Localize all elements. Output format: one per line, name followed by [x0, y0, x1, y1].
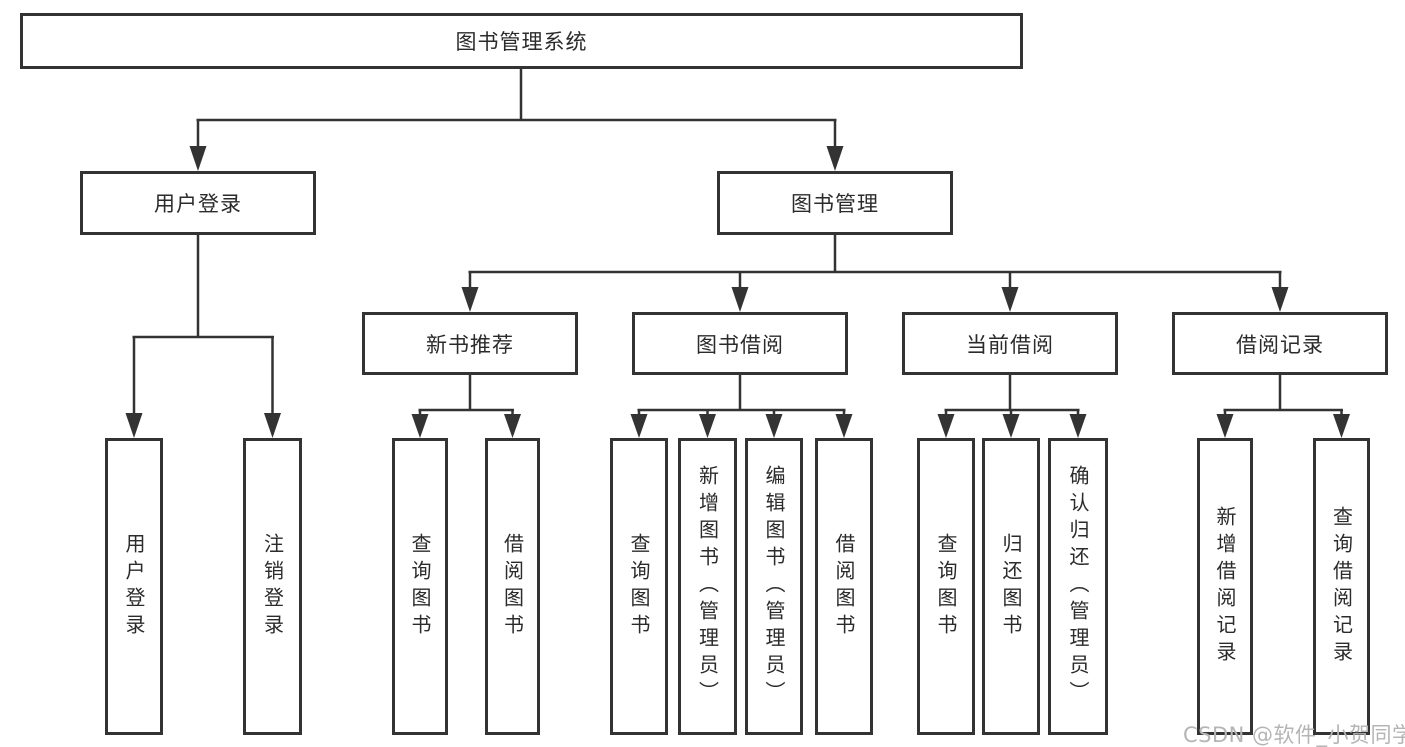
arrowhead: [1333, 414, 1350, 438]
arrowhead: [504, 414, 521, 438]
arrowhead: [264, 413, 281, 438]
node-borrow-record: 借阅记录: [1172, 312, 1388, 375]
node-new-book-recommend: 新书推荐: [362, 312, 578, 375]
arrowhead: [765, 414, 783, 438]
node-label: 新增借阅记录: [1213, 505, 1237, 668]
leaf-logout: 注销登录: [243, 438, 302, 735]
node-label: 查询图书: [408, 532, 432, 641]
leaf-add-books-admin: 新增图书（管理员）: [678, 438, 737, 735]
arrowhead: [1216, 414, 1234, 438]
leaf-query-books-2: 查询图书: [610, 438, 668, 735]
arrowhead: [835, 414, 853, 438]
node-label: 编辑图书（管理员）: [762, 465, 786, 708]
leaf-user-login: 用户登录: [105, 438, 163, 735]
leaf-edit-books-admin: 编辑图书（管理员）: [745, 438, 803, 735]
node-label: 查询借阅记录: [1329, 505, 1354, 668]
arrowhead: [826, 146, 844, 171]
node-user-login: 用户登录: [80, 171, 316, 235]
leaf-return-books: 归还图书: [982, 438, 1040, 735]
arrowhead: [125, 413, 143, 438]
node-label: 借阅记录: [1236, 332, 1324, 357]
arrowhead: [937, 414, 955, 438]
node-label: 查询图书: [934, 532, 958, 641]
leaf-query-books-1: 查询图书: [392, 438, 448, 735]
node-label: 注销登录: [260, 532, 285, 641]
node-label: 新增图书（管理员）: [695, 465, 720, 708]
leaf-borrow-books-2: 借阅图书: [815, 438, 873, 735]
node-label: 图书管理系统: [455, 30, 588, 54]
leaf-query-books-3: 查询图书: [917, 438, 975, 735]
arrowhead: [1069, 414, 1087, 438]
node-label: 新书推荐: [426, 332, 514, 357]
arrowhead: [189, 146, 207, 171]
csdn-watermark: CSDN @软件_小贺同学: [1183, 723, 1405, 747]
node-label: 查询图书: [627, 532, 651, 641]
node-label: 图书管理: [791, 192, 879, 216]
leaf-add-borrow-record: 新增借阅记录: [1197, 438, 1253, 735]
arrowhead: [411, 414, 429, 438]
arrowhead: [1001, 287, 1019, 312]
arrowhead: [630, 414, 648, 438]
node-label: 借阅图书: [500, 532, 525, 641]
node-label: 借阅图书: [832, 532, 856, 641]
node-label: 用户登录: [122, 532, 146, 641]
leaf-confirm-return-admin: 确认归还（管理员）: [1048, 438, 1108, 735]
node-library-management-system: 图书管理系统: [20, 13, 1023, 69]
arrowhead: [699, 414, 716, 438]
node-label: 当前借阅: [966, 332, 1054, 357]
arrowhead: [1271, 287, 1289, 312]
node-label: 确认归还（管理员）: [1066, 465, 1090, 708]
node-current-borrow: 当前借阅: [902, 312, 1118, 375]
node-book-borrow: 图书借阅: [632, 312, 848, 375]
arrowhead: [1002, 414, 1020, 438]
node-label: 用户登录: [154, 192, 242, 216]
arrowhead: [731, 287, 749, 312]
node-book-management: 图书管理: [717, 171, 953, 235]
leaf-borrow-books-1: 借阅图书: [485, 438, 540, 735]
arrowhead: [461, 287, 479, 312]
leaf-query-borrow-record: 查询借阅记录: [1313, 438, 1370, 735]
node-label: 归还图书: [999, 532, 1023, 641]
node-label: 图书借阅: [696, 332, 784, 357]
